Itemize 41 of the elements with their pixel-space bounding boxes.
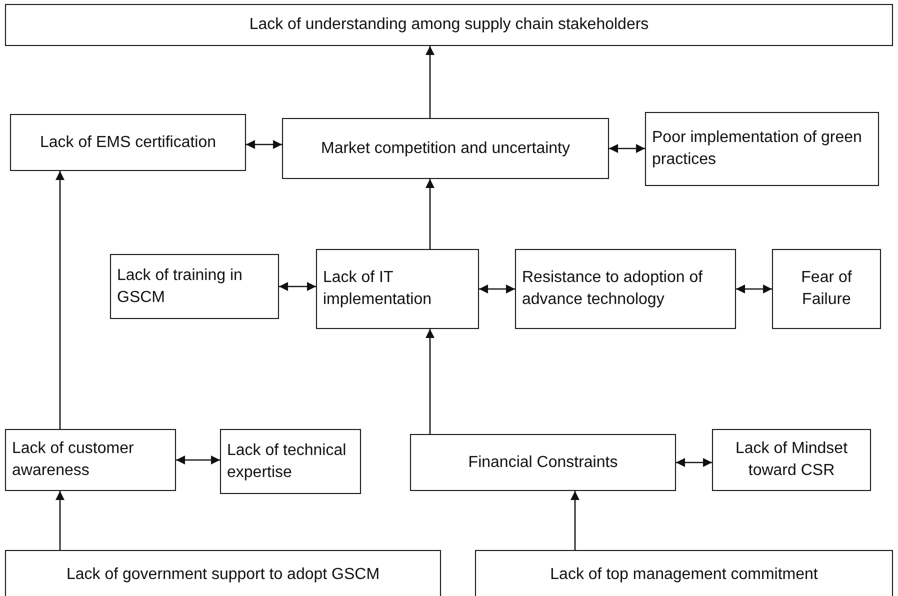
arrow xyxy=(676,458,712,467)
box-label: Market competition and uncertainty xyxy=(320,138,570,159)
process-box xyxy=(475,550,893,596)
arrow xyxy=(426,329,434,434)
box-label: Lack of Mindset toward CSR xyxy=(734,439,849,481)
process-box xyxy=(772,249,881,329)
arrow xyxy=(56,171,64,429)
arrow xyxy=(246,140,282,149)
box-label: Lack of government support to adopt GSCM xyxy=(66,565,380,586)
arrow xyxy=(570,491,580,550)
arrow xyxy=(609,144,645,153)
process-box xyxy=(110,254,279,319)
arrow xyxy=(176,456,220,464)
box-label: Lack of understanding among supply chain stakeholders xyxy=(249,15,649,36)
box-label: Financial Constraints xyxy=(468,452,618,473)
process-box xyxy=(410,434,676,491)
arrow xyxy=(56,491,64,550)
arrow xyxy=(736,284,772,294)
box-label: Lack of training in GSCM xyxy=(117,266,244,308)
process-box xyxy=(5,4,893,46)
arrow xyxy=(426,46,434,118)
box-label: Fear of Failure xyxy=(800,268,853,310)
box-label: Lack of EMS certification xyxy=(40,132,216,153)
arrow xyxy=(426,179,434,249)
process-box xyxy=(282,118,609,179)
process-box xyxy=(220,429,361,494)
box-label: Lack of IT implementation xyxy=(323,268,432,310)
process-box xyxy=(5,429,176,491)
process-box xyxy=(515,249,736,329)
process-box xyxy=(645,112,879,186)
arrow xyxy=(279,282,316,291)
box-label: Lack of customer awareness xyxy=(12,439,135,481)
process-box xyxy=(10,114,246,171)
box-label: Poor implementation of green practices xyxy=(652,128,863,170)
process-box xyxy=(316,249,479,329)
arrow xyxy=(479,284,515,294)
box-label: Lack of top management commitment xyxy=(550,565,818,586)
process-box xyxy=(5,550,441,596)
box-label: Lack of technical expertise xyxy=(227,440,348,482)
process-box xyxy=(712,429,871,491)
box-label: Resistance to adoption of advance technology xyxy=(522,268,704,310)
